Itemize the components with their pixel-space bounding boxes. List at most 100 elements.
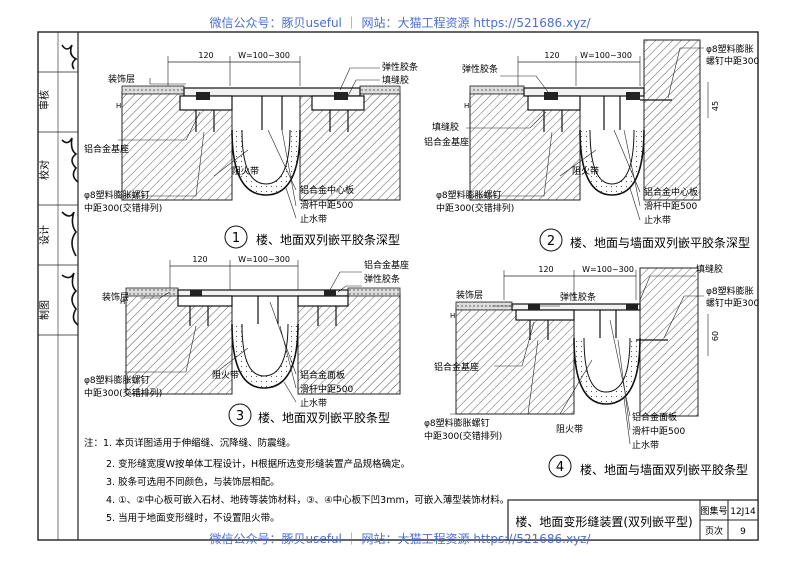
label-water: 止水带 [300, 213, 327, 225]
label-wbolt2: 螺钉中距300 [706, 297, 759, 309]
label-panel: 铝合金面板 [300, 369, 345, 381]
label-elastic: 弹性胶条 [382, 61, 418, 73]
label-rod: 滑杆中距500 [644, 200, 697, 212]
label-bolt1: φ8塑料膨胀螺钉 [84, 374, 150, 386]
label-bolt2: 中距300(交错排列) [84, 387, 162, 399]
diagram-number: 2 [547, 234, 555, 249]
label-fire: 阻火带 [572, 166, 599, 177]
label-filler: 填缝胶 [382, 74, 409, 86]
label-center: 铝合金中心板 [300, 184, 354, 196]
label-finish: 装饰层 [456, 289, 483, 301]
label-panel: 铝合金面板 [632, 411, 677, 423]
label-water: 止水带 [300, 397, 327, 409]
atlas-label: 图集号 [700, 505, 727, 517]
title-block-title: 楼、地面变形缝装置(双列嵌平型) [515, 514, 692, 529]
note-3: 3. 胶条可选用不同颜色，与装饰层相配。 [106, 476, 280, 488]
dim-height: H [450, 312, 455, 320]
wall [643, 39, 701, 201]
label-base: 铝合金基座 [364, 259, 409, 271]
label-wbolt1: φ8塑料膨胀 [706, 285, 754, 297]
notes: 注：1. 本页详图适用于伸缩缝、沉降缝、防震缝。 2. 变形缝宽度W按单体工程设… [84, 437, 509, 524]
diagram-title: 楼、地面与墙面双列嵌平胶条型 [580, 462, 748, 477]
signature-draw [61, 272, 79, 326]
diagram-2: 120 W=100~300 H 45 弹性胶 [424, 39, 759, 252]
dim-width: W=100~300 [580, 51, 632, 60]
label-fire: 阻火带 [556, 424, 583, 435]
diagram-1: 120 W=100~300 H [84, 51, 418, 249]
label-bolt1: φ8塑料膨胀螺钉 [436, 189, 502, 201]
label-water: 止水带 [644, 214, 671, 226]
dim-side: 120 [538, 265, 553, 274]
label-finish: 装饰层 [102, 291, 129, 303]
label-rod: 滑杆中距500 [300, 383, 353, 395]
dim-wall: 45 [711, 101, 720, 111]
sheet-border [37, 31, 759, 541]
side-check: 校对 [38, 160, 51, 180]
page-number: 9 [740, 527, 746, 537]
atlas-number: 12J14 [730, 507, 756, 517]
label-bolt1: φ8塑料膨胀螺钉 [84, 189, 150, 201]
label-bolt1: φ8塑料膨胀螺钉 [424, 417, 490, 429]
signature-approve [61, 44, 78, 70]
diagram-3: 120 W=100~300 H 装饰层 铝合金基座 [84, 255, 409, 427]
side-approve: 审核 [38, 90, 51, 110]
rubber-strip-left [196, 92, 210, 100]
note-1: 注：1. 本页详图适用于伸缩缝、沉降缝、防震缝。 [84, 437, 296, 449]
label-fire: 阻火带 [212, 370, 239, 381]
side-design: 设计 [38, 225, 51, 245]
label-base: 铝合金基座 [424, 136, 469, 148]
label-wbolt2: 螺钉中距300 [706, 55, 759, 67]
label-base: 铝合金基座 [434, 361, 479, 373]
finish-layer [121, 85, 185, 95]
dim-height: H [116, 102, 121, 110]
dim-side: 120 [198, 51, 213, 60]
label-fire: 阻火带 [232, 166, 259, 177]
dim-width: W=100~300 [238, 255, 290, 264]
dim-wall: 60 [711, 331, 720, 341]
label-wbolt1: φ8塑料膨胀 [706, 43, 754, 55]
label-bolt2: 中距300(交错排列) [436, 202, 514, 214]
page-label: 页次 [705, 525, 723, 537]
watermark-bottom: 微信公众号：豚贝useful ｜ 网站：大猫工程资源 https://52168… [209, 532, 591, 546]
title-block: 楼、地面变形缝装置(双列嵌平型) 图集号 12J14 页次 9 [507, 499, 759, 541]
side-panel: 审核 校对 设计 制图 [38, 32, 79, 540]
dim-side: 120 [192, 255, 207, 264]
label-water: 止水带 [632, 439, 659, 451]
center-plate [183, 87, 361, 97]
signature-design [61, 211, 78, 257]
label-bolt2: 中距300(交错排列) [424, 430, 502, 442]
dim-width: W=100~300 [238, 51, 290, 60]
note-5: 5. 当用于地面变形缝时，不设置阻火带。 [106, 512, 280, 524]
label-filler: 填缝胶 [432, 121, 459, 133]
diagram-number: 4 [556, 460, 564, 475]
watermark-top: 微信公众号：豚贝useful ｜ 网站：大猫工程资源 https://52168… [209, 16, 591, 30]
label-bolt2: 中距300(交错排列) [84, 202, 162, 214]
diagram-number: 3 [236, 409, 244, 424]
label-elastic: 弹性胶条 [560, 291, 596, 303]
label-base: 铝合金基座 [84, 143, 129, 155]
side-draw: 制图 [38, 300, 51, 320]
label-elastic: 弹性胶条 [462, 63, 498, 75]
label-finish: 装饰层 [108, 73, 135, 85]
label-rod: 滑杆中距500 [632, 425, 685, 437]
label-center: 铝合金中心板 [644, 186, 698, 198]
dim-height: H [120, 298, 125, 306]
dim-width: W=100~300 [582, 265, 634, 274]
diagram-4: 120 W=100~300 H 60 [424, 263, 759, 478]
dim-height: H [464, 102, 469, 110]
dim-side: 120 [544, 51, 559, 60]
note-4: 4. ①、②中心板可嵌入石材、地砖等装饰材料，③、④中心板下凹3mm，可嵌入薄型… [106, 494, 509, 506]
label-elastic: 弹性胶条 [364, 273, 400, 285]
label-rod: 滑杆中距500 [300, 199, 353, 211]
diagram-title: 楼、地面双列嵌平胶条型 [258, 410, 390, 425]
diagram-title: 楼、地面与墙面双列嵌平胶条深型 [570, 235, 750, 250]
diagram-number-circle [224, 225, 248, 249]
label-filler: 填缝胶 [696, 263, 723, 275]
note-2: 2. 变形缝宽度W按单体工程设计，H根据所选变形缝装置产品规格确定。 [106, 458, 410, 470]
signature-check [61, 137, 79, 183]
diagram-number: 1 [232, 231, 240, 246]
diagram-title: 楼、地面双列嵌平胶条深型 [256, 232, 400, 247]
rubber-strip-right [334, 92, 348, 100]
